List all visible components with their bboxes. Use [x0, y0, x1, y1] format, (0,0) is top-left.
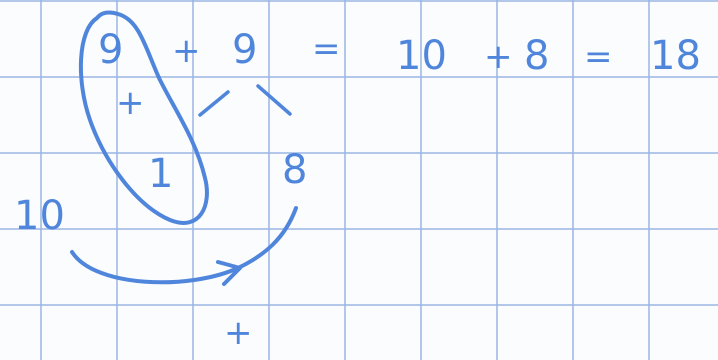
term-b: 9 — [232, 27, 258, 73]
grid-line-vertical — [192, 0, 194, 360]
split-one: 1 — [148, 151, 174, 197]
circle-loop — [78, 10, 209, 225]
grid-line-vertical — [40, 0, 42, 360]
grid-line-vertical — [572, 0, 574, 360]
ten-label: 10 — [14, 193, 65, 239]
grid-line-vertical — [420, 0, 422, 360]
plus-under-nine: + — [116, 83, 145, 123]
result: 18 — [650, 33, 701, 79]
grid-line-vertical — [344, 0, 346, 360]
rewrite-a: 10 — [396, 33, 447, 79]
split-eight: 8 — [282, 147, 308, 193]
bottom-plus: + — [224, 313, 253, 353]
arrow-head — [216, 260, 242, 286]
grid-line-vertical — [268, 0, 270, 360]
equals-sign: = — [312, 29, 341, 69]
plus-sign: + — [172, 31, 201, 71]
equals-sign-2: = — [584, 37, 613, 77]
grid-line-vertical — [648, 0, 650, 360]
grid-line-vertical — [116, 0, 118, 360]
grid-line-horizontal — [0, 304, 718, 306]
split-branch-left — [198, 90, 230, 117]
grid-line-horizontal — [0, 152, 718, 154]
plus-sign-2: + — [484, 37, 513, 77]
grid-line-vertical — [496, 0, 498, 360]
curved-arrow — [70, 206, 298, 285]
term-a: 9 — [98, 27, 124, 73]
grid-line-horizontal — [0, 0, 718, 2]
grid-line-horizontal — [0, 76, 718, 78]
split-branch-right — [256, 84, 292, 116]
rewrite-b: 8 — [524, 33, 550, 79]
grid-line-horizontal — [0, 228, 718, 230]
